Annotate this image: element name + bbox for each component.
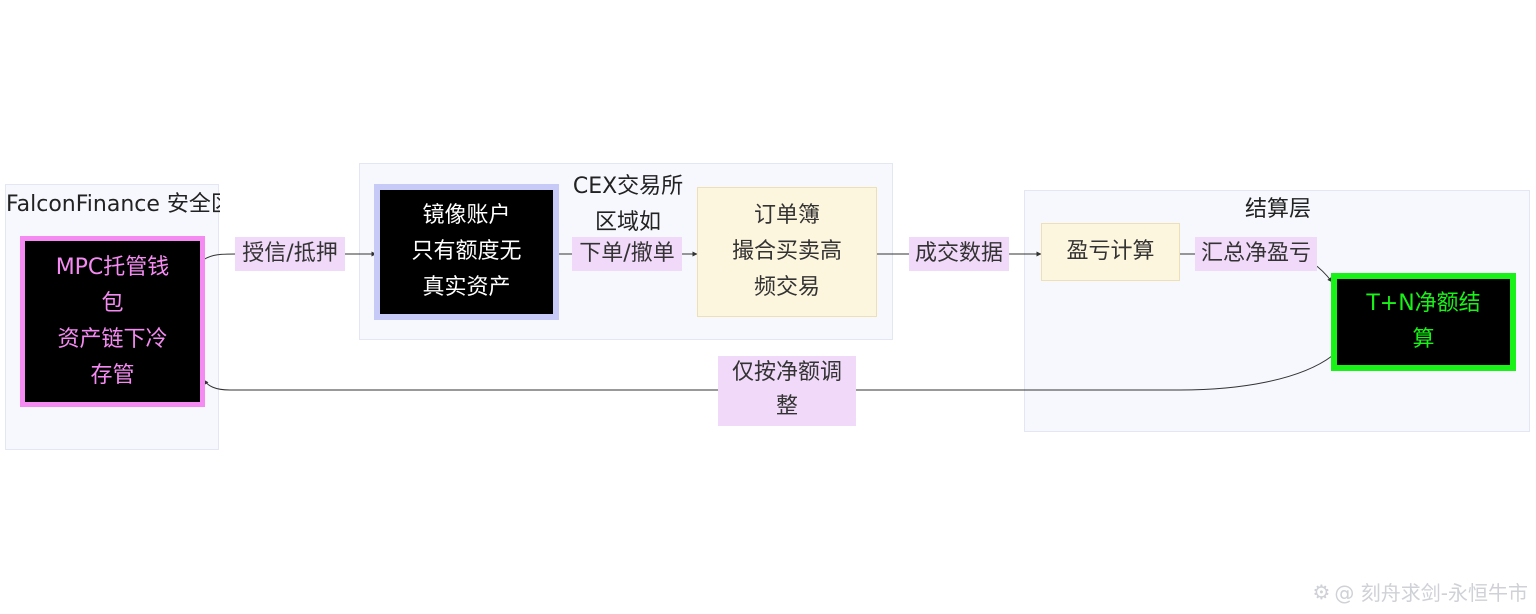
node-mirror-account: 镜像账户 只有额度无 真实资产 [374, 184, 559, 320]
node-pnl-label: 盈亏计算 [1066, 239, 1155, 264]
edge-label-order: 下单/撤单 [572, 237, 682, 271]
node-tn-net-settlement: T+N净额结 算 [1331, 273, 1516, 371]
node-orderbook-label: 订单簿 撮合买卖高 频交易 [731, 203, 842, 300]
cluster-settle-title: 结算层 [1244, 197, 1311, 222]
node-mirror-label: 镜像账户 只有额度无 真实资产 [411, 203, 522, 300]
node-pnl-calc: 盈亏计算 [1041, 223, 1180, 281]
cluster-falcon-title: FalconFinance 安全区 [6, 192, 220, 217]
edge-label-fill-data: 成交数据 [909, 237, 1009, 271]
node-mpc-label: MPC托管钱 包 资产链下冷 存管 [55, 254, 170, 388]
edge-label-adjust: 仅按净额调 整 [718, 356, 856, 426]
cluster-cex-title: CEX交易所 区域如 [572, 174, 684, 235]
edge-label-net-pnl: 汇总净盈亏 [1195, 237, 1317, 271]
watermark: ⚙ @ 刻舟求剑-永恒牛市 [1312, 577, 1528, 606]
edge-adjust [203, 355, 1333, 391]
watermark-text: @ 刻舟求剑-永恒牛市 [1334, 581, 1528, 605]
node-mpc-wallet: MPC托管钱 包 资产链下冷 存管 [20, 236, 205, 407]
node-tn-label: T+N净额结 算 [1366, 291, 1481, 352]
node-orderbook: 订单簿 撮合买卖高 频交易 [697, 187, 877, 317]
edge-label-credit: 授信/抵押 [235, 237, 345, 271]
gear-icon: ⚙ [1312, 579, 1331, 604]
